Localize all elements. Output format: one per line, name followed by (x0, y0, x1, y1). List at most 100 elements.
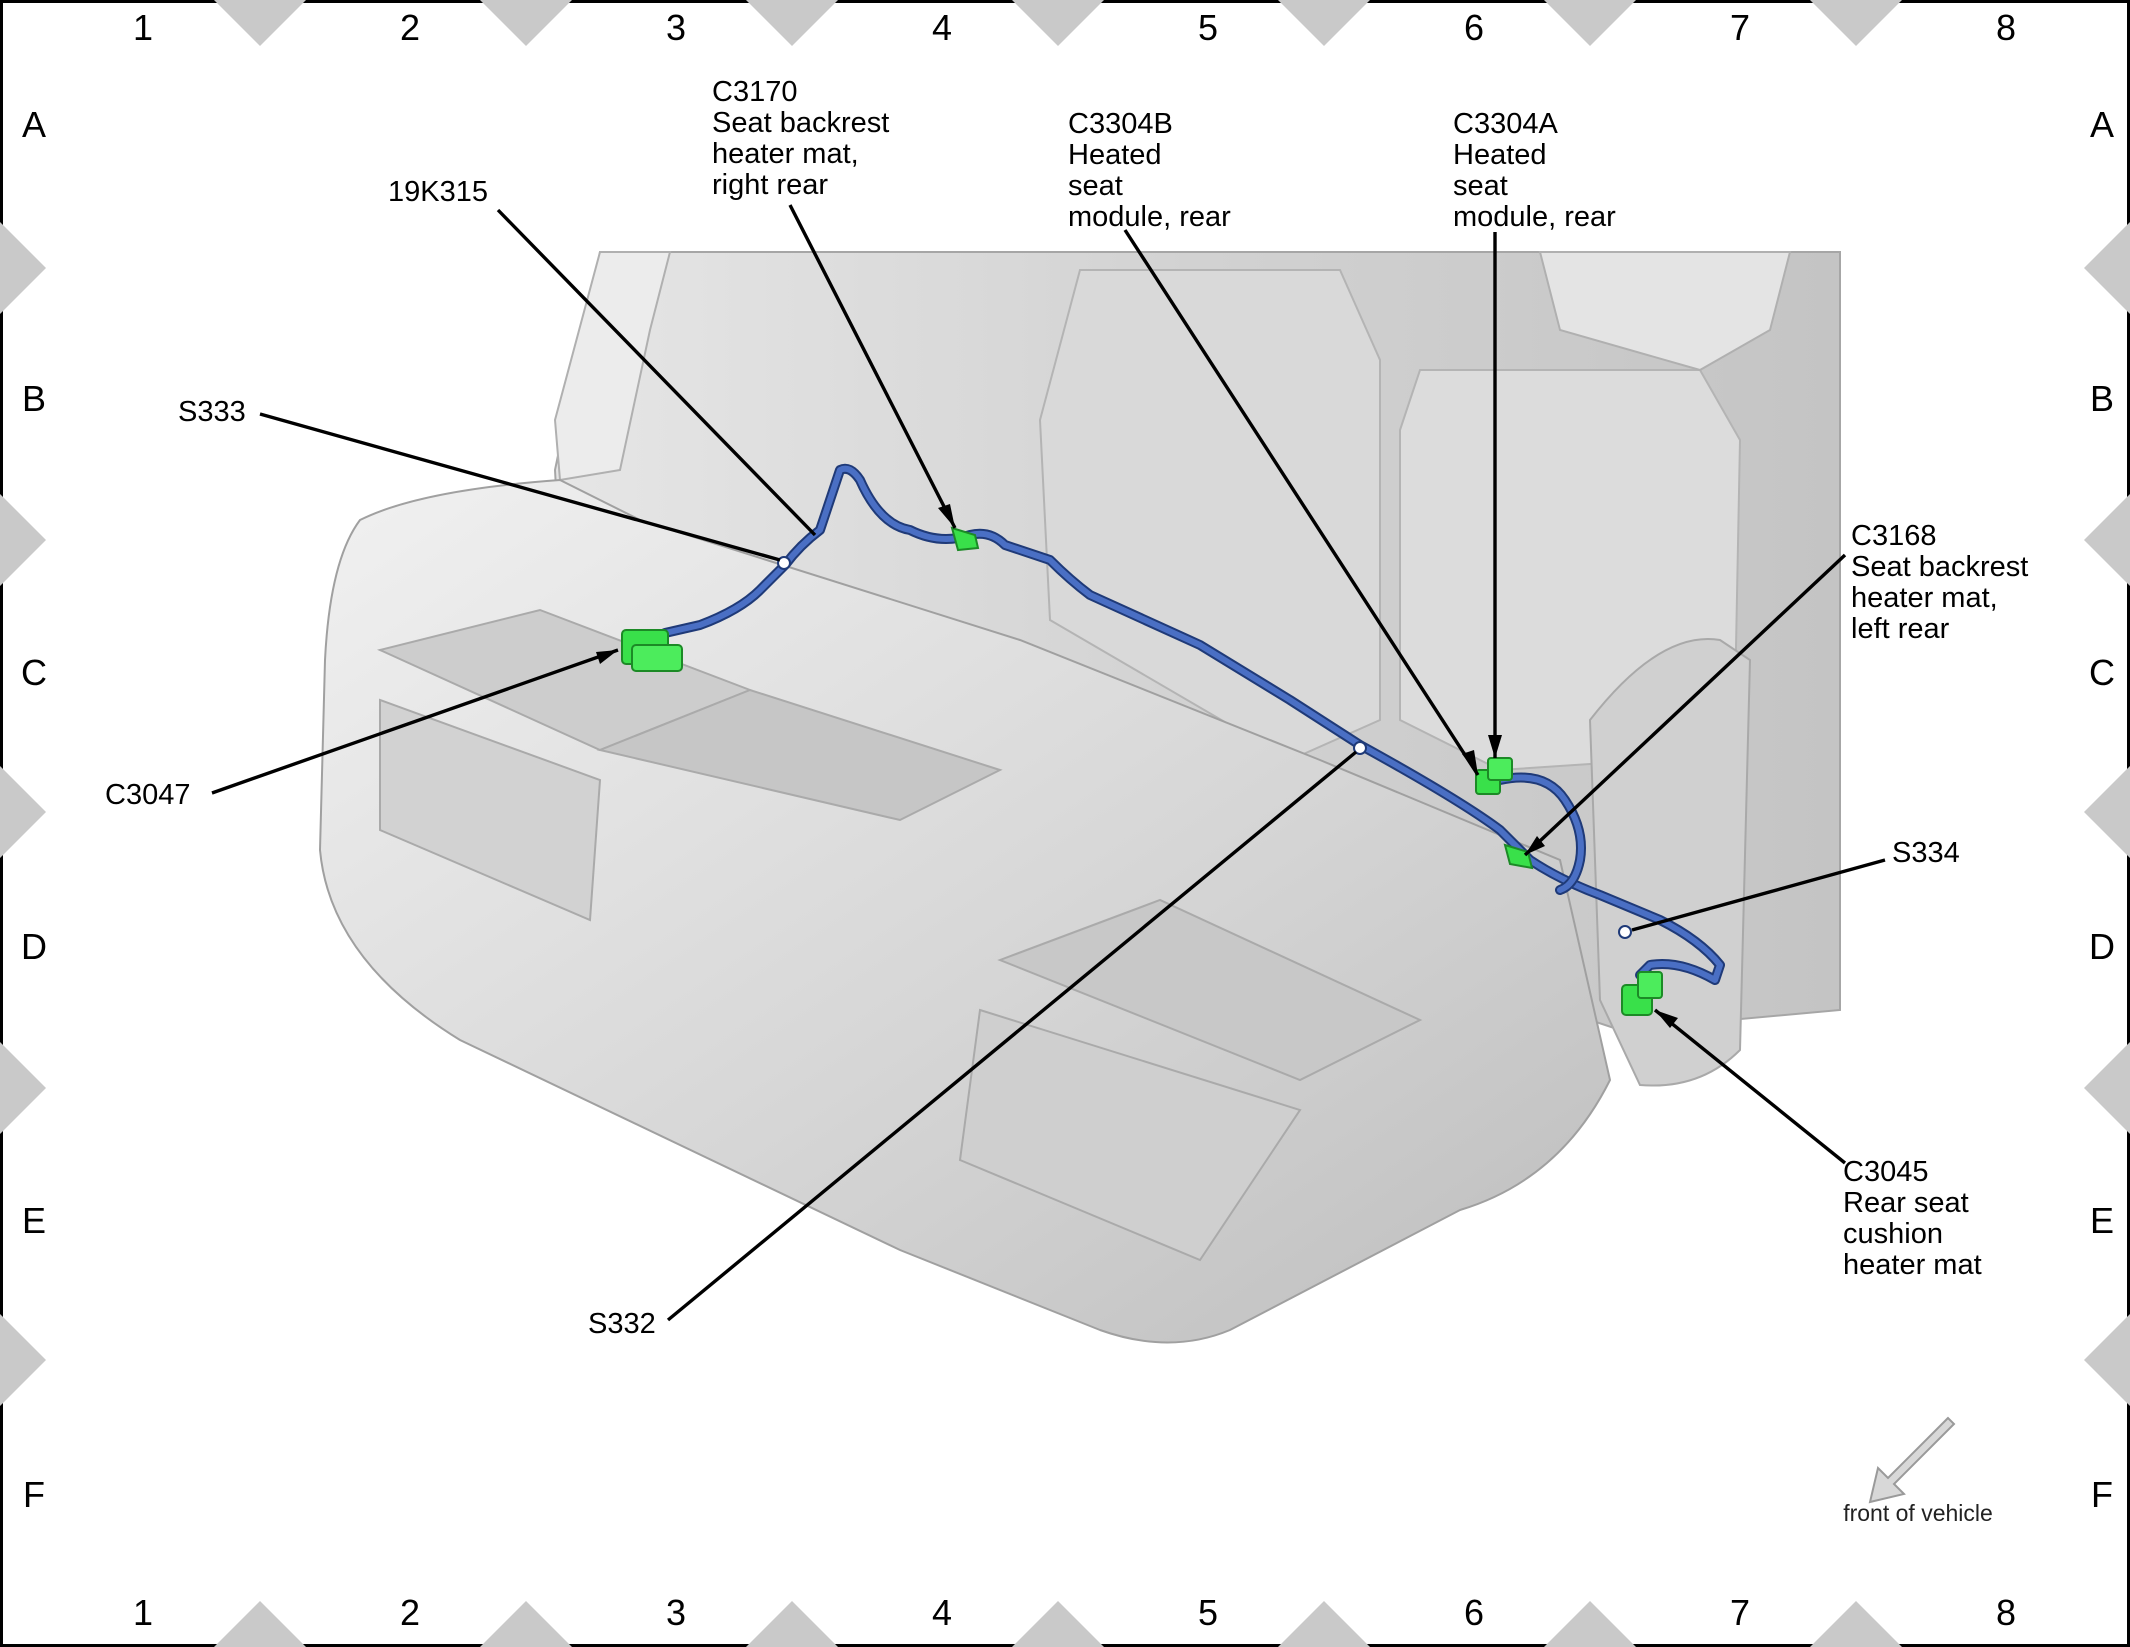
border-marker-left (0, 222, 46, 314)
grid-column-label-top: 1 (133, 7, 153, 48)
front-of-vehicle-label: front of vehicle (1843, 1500, 1993, 1526)
leader-c3304b (1123, 229, 1480, 776)
seat-headrest-left (1538, 251, 1792, 372)
grid-column-label-top: 4 (932, 7, 952, 48)
leader-s333 (259, 412, 781, 562)
grid-row-label-left: D (21, 926, 47, 967)
callout-code: C3304A (1453, 108, 1558, 140)
leader-c3168 (1523, 553, 1847, 857)
arrowhead-c3170 (938, 504, 955, 528)
callout-c3047: C3047 (105, 779, 190, 811)
grid-column-label-top: 8 (1996, 7, 2016, 48)
arrowhead-c3168 (1525, 836, 1545, 855)
arrowhead-c3045 (1655, 1010, 1678, 1028)
callout-19k315: 19K315 (388, 176, 488, 208)
border-marker-left (0, 1314, 46, 1406)
seat-cushion-seam (379, 698, 602, 922)
border-marker-bottom (1544, 1601, 1636, 1647)
connector-c3047 (621, 629, 683, 672)
border-marker-right (2084, 222, 2130, 314)
leader-19k315 (496, 208, 817, 537)
seat-cushion-seam (997, 898, 1423, 1082)
callout-description-line: Seat backrest (712, 107, 889, 139)
grid-column-label-top: 3 (666, 7, 686, 48)
grid-column-label-bottom: 2 (400, 1592, 420, 1633)
callout-code: C3168 (1851, 520, 1936, 552)
leader-c3047 (211, 648, 619, 795)
callout-description-line: Rear seat (1843, 1187, 1969, 1219)
grid-row-label-right: E (2090, 1200, 2114, 1241)
grid-row-label-left: C (21, 652, 47, 693)
grid-row-label-right: C (2089, 652, 2115, 693)
grid-column-label-bottom: 3 (666, 1592, 686, 1633)
harness-wire (662, 465, 1723, 983)
grid-row-label-right: F (2091, 1474, 2113, 1515)
grid-column-label-bottom: 7 (1730, 1592, 1750, 1633)
grid-column-label-top: 5 (1198, 7, 1218, 48)
callout-s333: S333 (178, 396, 246, 428)
callout-code: C3047 (105, 779, 190, 811)
seat-backrest-panel-center (1038, 269, 1381, 762)
border-marker-right (2084, 766, 2130, 858)
border-marker-bottom (480, 1601, 572, 1647)
callout-description-line: left rear (1851, 613, 1950, 645)
grid-column-label-top: 2 (400, 7, 420, 48)
callout-code: S332 (588, 1308, 656, 1340)
harness-branch (1497, 774, 1584, 893)
callout-s332: S332 (588, 1308, 656, 1340)
border-marker-bottom (1278, 1601, 1370, 1647)
seat-cushion-seam (596, 688, 1003, 822)
splice-s334 (1618, 925, 1632, 939)
border-marker-left (0, 766, 46, 858)
callout-description-line: module, rear (1453, 201, 1616, 233)
callout-code: 19K315 (388, 176, 488, 208)
splice-s332 (1353, 741, 1367, 755)
rear-seat-illustration (318, 251, 1841, 1344)
grid-column-label-bottom: 6 (1464, 1592, 1484, 1633)
border-marker-top (1012, 0, 1104, 46)
grid-column-label-bottom: 4 (932, 1592, 952, 1633)
leader-lines (211, 204, 1886, 1322)
wiring-harness (660, 463, 1725, 985)
callout-description-line: right rear (712, 169, 828, 201)
callout-code: C3045 (1843, 1156, 1928, 1188)
seat-headrest-right (553, 251, 672, 482)
arrowhead-c3304b (1462, 750, 1478, 775)
callout-description-line: Seat backrest (1851, 551, 2028, 583)
splice-s333 (777, 556, 791, 570)
border-marker-top (746, 0, 838, 46)
callout-code: S333 (178, 396, 246, 428)
callout-description-line: Heated (1453, 139, 1547, 171)
callout-code: S334 (1892, 837, 1960, 869)
callout-description-line: module, rear (1068, 201, 1231, 233)
border-marker-top (1810, 0, 1902, 46)
border-marker-bottom (1012, 1601, 1104, 1647)
leader-s334 (1631, 858, 1886, 932)
callout-description-line: heater mat, (712, 138, 859, 170)
border-marker-top (480, 0, 572, 46)
grid-row-label-left: E (22, 1200, 46, 1241)
seat-cushion-seam (958, 1008, 1302, 1262)
leader-c3170 (788, 204, 957, 529)
callout-description-line: seat (1068, 170, 1123, 202)
grid-column-label-bottom: 8 (1996, 1592, 2016, 1633)
connector-c3170 (950, 526, 980, 552)
grid-column-label-top: 7 (1730, 7, 1750, 48)
grid-row-label-right: D (2089, 926, 2115, 967)
grid-column-label-bottom: 1 (133, 1592, 153, 1633)
grid-row-label-left: B (22, 378, 46, 419)
border-marker-right (2084, 1314, 2130, 1406)
grid-row-label-right: A (2090, 104, 2114, 145)
border-marker-bottom (214, 1601, 306, 1647)
grid-row-label-left: A (22, 104, 46, 145)
border-marker-top (1278, 0, 1370, 46)
callout-description-line: heater mat (1843, 1249, 1982, 1281)
border-marker-right (2084, 494, 2130, 586)
